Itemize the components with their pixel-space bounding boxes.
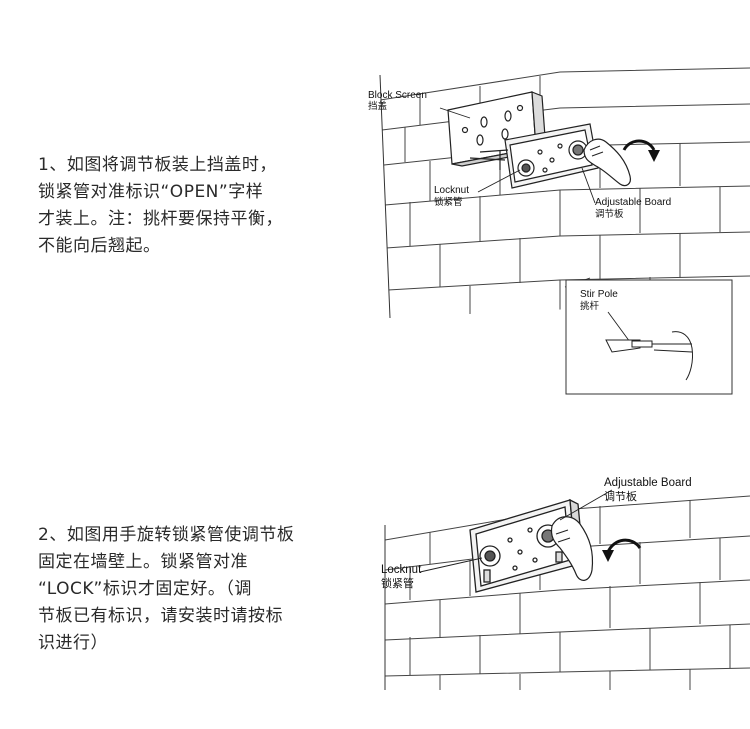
adjustable-board-label-en: Adjustable Board — [604, 477, 692, 489]
stir-pole-label-cn: 挑杆 — [580, 300, 600, 312]
adjustable-board-label-cn: 调节板 — [604, 489, 637, 503]
locknut-label-cn: 锁紧管 — [381, 576, 414, 590]
locknut-label-cn: 锁紧管 — [434, 196, 463, 208]
figure-1-open-position: Block Screen 挡盖 Locknut 锁紧管 Adjustable B… — [368, 68, 750, 394]
figure-2-lock-position: Adjustable Board 调节板 Locknut 锁紧管 — [381, 477, 750, 690]
stir-pole-label-en: Stir Pole — [580, 289, 618, 300]
block-screen-label-en: Block Screen — [368, 90, 427, 101]
locknut-label-en: Locknut — [381, 564, 422, 576]
stir-pole-inset: Stir Pole 挑杆 — [566, 280, 732, 394]
block-screen-label-cn: 挡盖 — [368, 100, 388, 112]
locknut-label-en: Locknut — [434, 185, 469, 196]
adjustable-board-label-cn: 调节板 — [595, 208, 624, 220]
hand-1 — [584, 139, 630, 185]
rotate-arrow-icon — [602, 540, 640, 562]
adjustable-board-label-en: Adjustable Board — [595, 197, 671, 208]
